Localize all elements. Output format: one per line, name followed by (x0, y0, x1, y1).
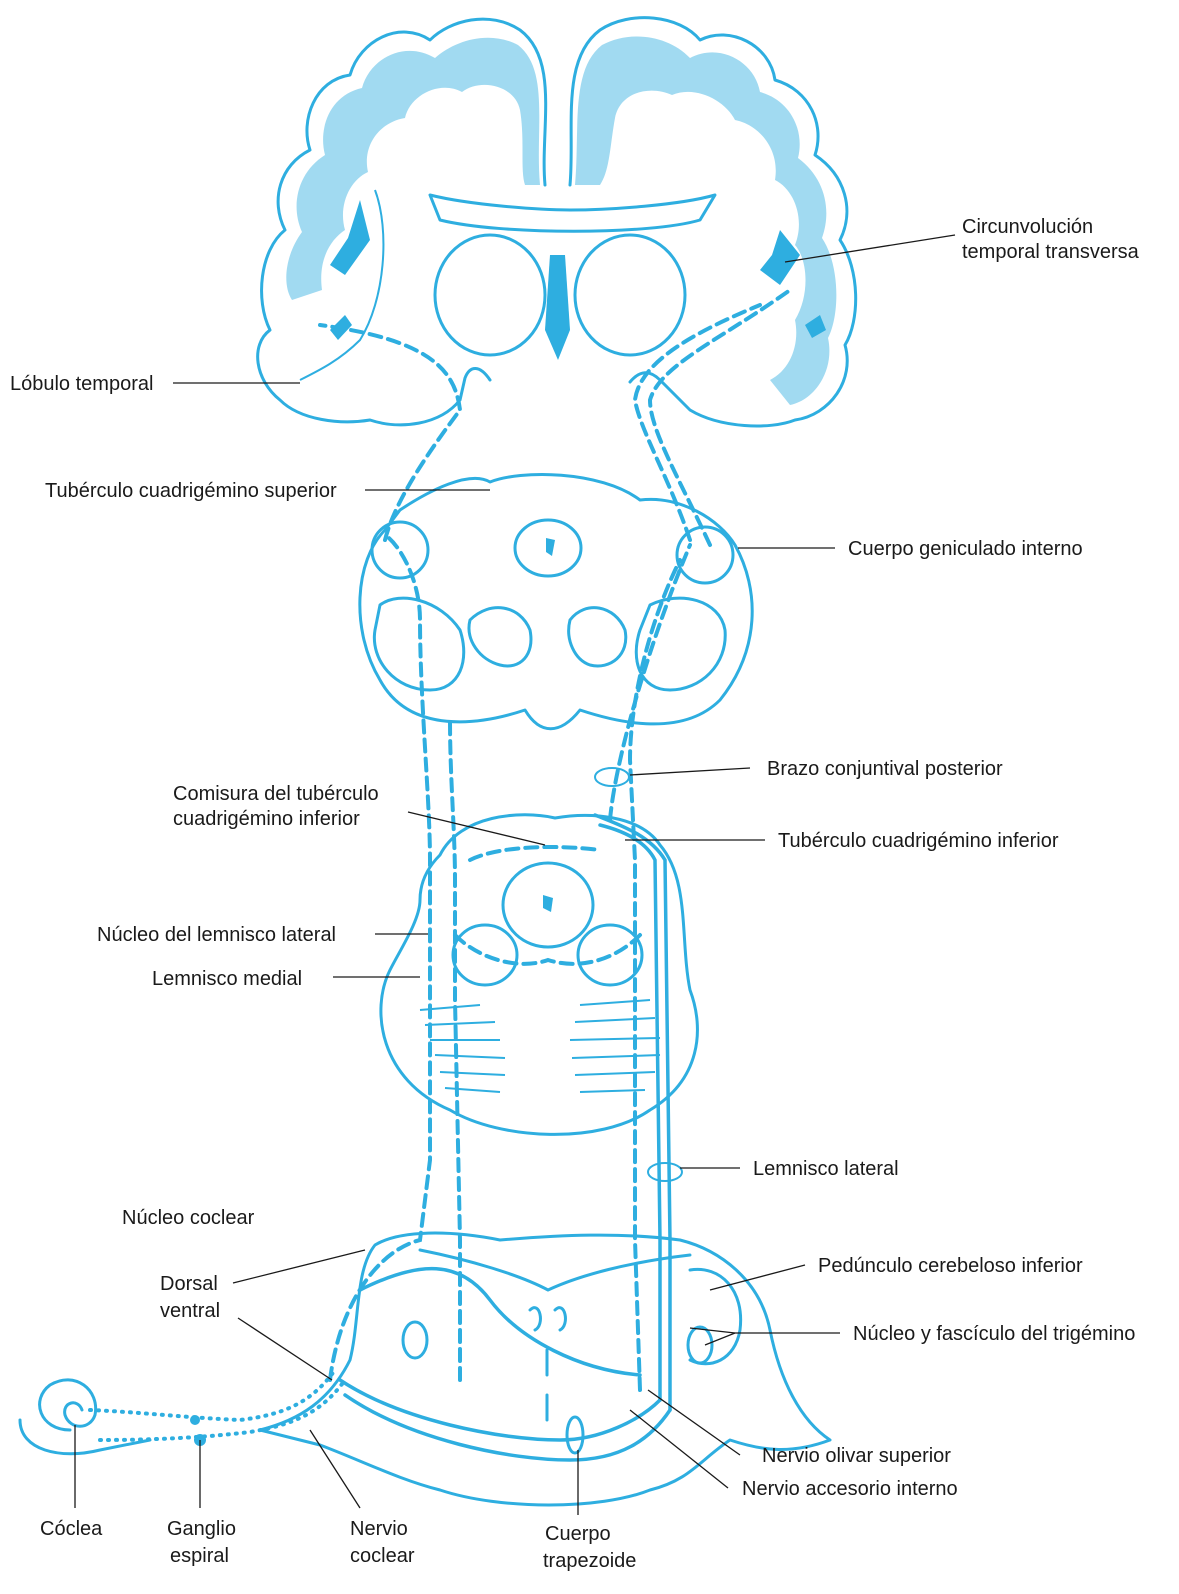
left-olive (403, 1322, 427, 1358)
label-cuerpo-geniculado: Cuerpo geniculado interno (848, 538, 1083, 560)
right-trigeminal-nucleus (688, 1327, 712, 1363)
left-medial-geniculate (372, 522, 428, 578)
ganglion-dot-upper (190, 1415, 200, 1425)
leader-nervio-coclear (310, 1430, 360, 1508)
right-insula-fissure (760, 230, 800, 285)
label-circunvolucion-line2: temporal transversa (962, 241, 1140, 263)
right-substantia-nigra (569, 608, 626, 666)
left-cortex-band (286, 38, 540, 300)
medulla-outline (260, 1233, 830, 1505)
label-accesorio: Nervio accesorio interno (742, 1478, 958, 1500)
commissure-inferior-colliculus (470, 847, 600, 860)
corpus-callosum (430, 195, 715, 231)
cerebral-aqueduct (546, 538, 555, 556)
left-dashed-medulla-path (450, 720, 460, 1380)
left-thalamus (435, 235, 545, 355)
label-cuerpo-trapezoide-line1: Cuerpo (545, 1523, 611, 1545)
leader-dorsal (233, 1250, 365, 1283)
label-nucleo-coclear: Núcleo coclear (122, 1207, 255, 1229)
label-circunvolucion-line1: Circunvolución (962, 216, 1093, 238)
trapezoid-body-mark (567, 1417, 583, 1453)
leader-accesorio (630, 1410, 728, 1488)
third-ventricle (545, 255, 570, 360)
label-olivar: Nervio olivar superior (762, 1445, 951, 1467)
label-trigemino: Núcleo y fascículo del trigémino (853, 1323, 1135, 1345)
lateral-lemniscus-ring (648, 1163, 682, 1181)
trapezoid-crossing-1 (340, 1380, 660, 1440)
brain-coronal-section (258, 18, 856, 426)
label-nervio-coclear-line2: coclear (350, 1545, 415, 1567)
label-dorsal: Dorsal (160, 1273, 218, 1295)
label-cuerpo-trapezoide-line2: trapezoide (543, 1550, 636, 1572)
label-ventral: ventral (160, 1300, 220, 1322)
leader-trigemino-2 (690, 1328, 735, 1333)
inner-lemniscus-arc (455, 935, 640, 964)
label-tuberculo-superior: Tubérculo cuadrigémino superior (45, 480, 337, 502)
leader-ventral (238, 1318, 332, 1380)
label-lemnisco-medial: Lemnisco medial (152, 968, 302, 990)
label-lobulo-temporal: Lóbulo temporal (10, 373, 153, 395)
label-nucleo-lemnisco: Núcleo del lemnisco lateral (97, 924, 336, 946)
label-ganglio-line1: Ganglio (167, 1518, 236, 1540)
label-ganglio-line2: espiral (170, 1545, 229, 1567)
cochlea-spiral (40, 1380, 96, 1430)
medulla-section (20, 1233, 830, 1505)
geniculate-to-cortex-right-2 (650, 290, 790, 545)
midbrain-section (360, 475, 752, 729)
labels: Circunvolución temporal transversa Lóbul… (10, 216, 1140, 1572)
label-brazo-conjuntival: Brazo conjuntival posterior (767, 758, 1003, 780)
left-substantia-nigra (469, 608, 531, 666)
label-lemnisco-lateral: Lemnisco lateral (753, 1158, 899, 1180)
label-tuberculo-inferior: Tubérculo cuadrigémino inferior (778, 830, 1059, 852)
label-coclea: Cóclea (40, 1518, 103, 1540)
leader-brazo-conjuntival (630, 768, 750, 775)
ventricle-mark (543, 895, 553, 912)
cochlear-nerve-fibers (90, 1370, 335, 1420)
label-nervio-coclear-line1: Nervio (350, 1518, 408, 1540)
label-comisura-line1: Comisura del tubérculo (173, 783, 379, 805)
right-thalamus (575, 235, 685, 355)
dorsal-stria (360, 1269, 640, 1375)
brachium-ring (595, 768, 629, 786)
median-raphe-marks (530, 1308, 565, 1420)
label-comisura-line2: cuadrigémino inferior (173, 808, 360, 830)
right-lateral-lemniscus-solid-1 (600, 825, 660, 1400)
label-pedunculo: Pedúnculo cerebeloso inferior (818, 1255, 1083, 1277)
